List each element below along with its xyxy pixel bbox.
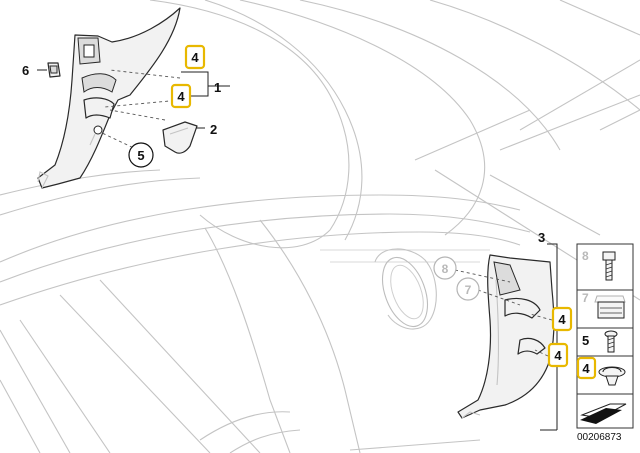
svg-text:4: 4 (558, 312, 566, 327)
callout-4-mid: 4 (170, 83, 192, 109)
rivet-icon (598, 366, 626, 386)
a-pillar-trim (37, 7, 181, 189)
svg-text:7: 7 (465, 283, 472, 297)
legend-row-4: 4 (576, 356, 626, 386)
callout-4-right-upper: 4 (551, 306, 573, 332)
svg-text:4: 4 (582, 361, 590, 376)
mirror (374, 248, 437, 330)
callout-2: 2 (210, 122, 217, 137)
hardware-legend: 8 7 5 4 (576, 243, 634, 429)
part-6-clip (47, 62, 61, 78)
clip-nut-icon (594, 295, 626, 319)
callout-label: 4 (191, 50, 199, 65)
forward-arrow-icon (580, 403, 627, 424)
screw-icon (604, 330, 618, 353)
svg-text:4: 4 (554, 348, 562, 363)
legend-row-5: 5 (582, 330, 618, 353)
figure-number: 00206873 (577, 432, 622, 443)
svg-text:7: 7 (582, 291, 589, 305)
callout-4-top: 4 (184, 44, 206, 70)
svg-text:5: 5 (137, 148, 144, 163)
part-2-cover (162, 121, 198, 154)
svg-text:5: 5 (582, 333, 589, 348)
svg-text:8: 8 (442, 262, 449, 276)
callout-1: 1 (214, 80, 221, 95)
callout-4-right-lower: 4 (547, 342, 569, 368)
callout-5-circle: 5 (128, 142, 154, 168)
b-pillar-trim (457, 254, 555, 419)
callout-6: 6 (22, 63, 29, 78)
legend-row-7: 7 (582, 291, 626, 319)
callout-7-circle: 7 (456, 277, 480, 301)
callout-label: 4 (177, 89, 185, 104)
callout-3: 3 (538, 230, 545, 245)
callout-8-circle: 8 (433, 256, 457, 280)
legend-row-8: 8 (582, 249, 616, 281)
bolt-icon (602, 251, 616, 281)
svg-text:8: 8 (582, 249, 589, 263)
